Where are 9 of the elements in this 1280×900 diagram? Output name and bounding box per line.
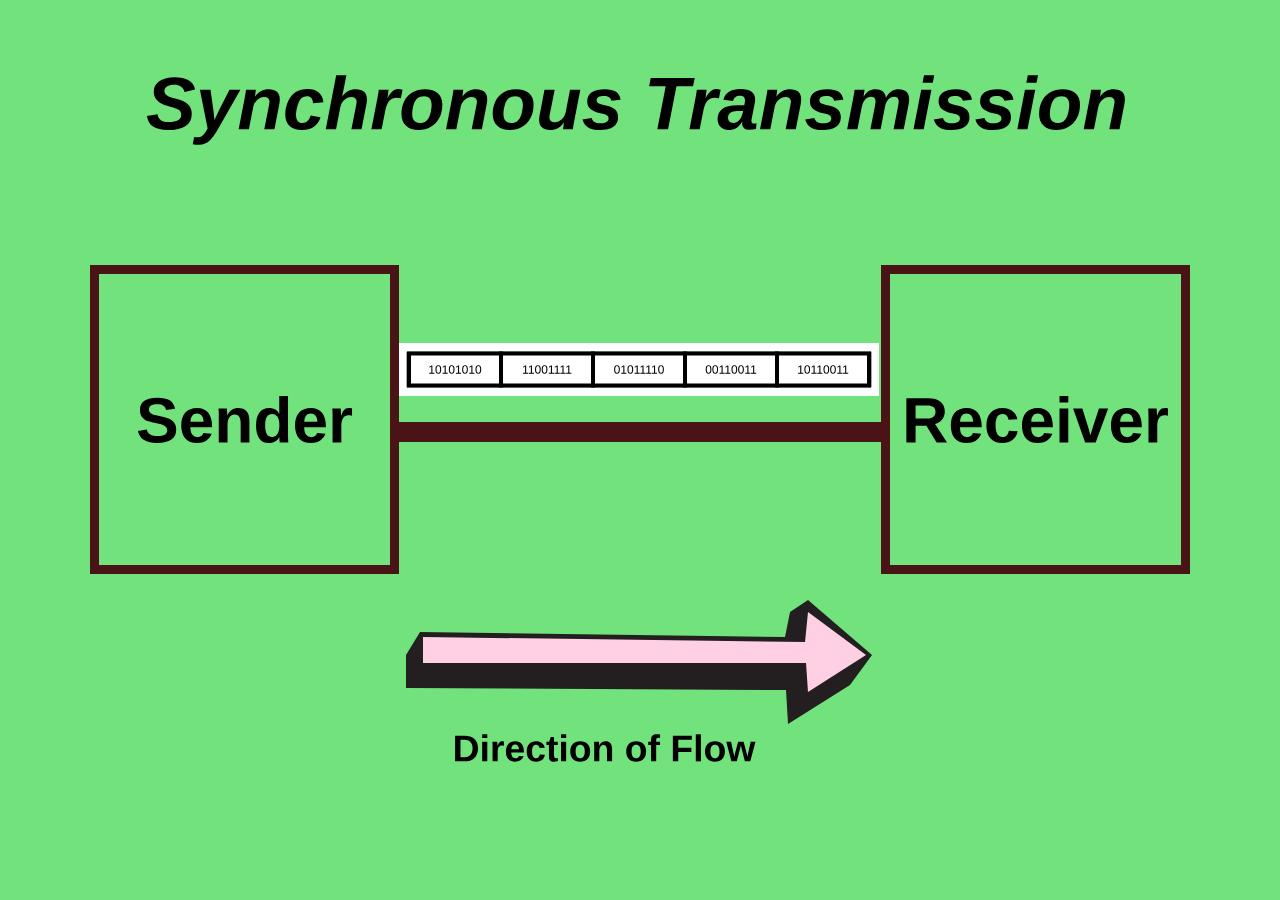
data-cell: 00110011 [683, 351, 779, 388]
process-box: Sender [90, 265, 399, 574]
title: Synchronous Transmission [146, 75, 1125, 145]
data-cell: 01011110 [591, 351, 687, 388]
data-cell: 11001111 [499, 351, 595, 388]
data-cell: 10101010 [407, 351, 503, 388]
process-box: Receiver [881, 265, 1190, 574]
caption: Direction of Flow [455, 734, 756, 762]
data-cell: 10110011 [775, 351, 871, 388]
